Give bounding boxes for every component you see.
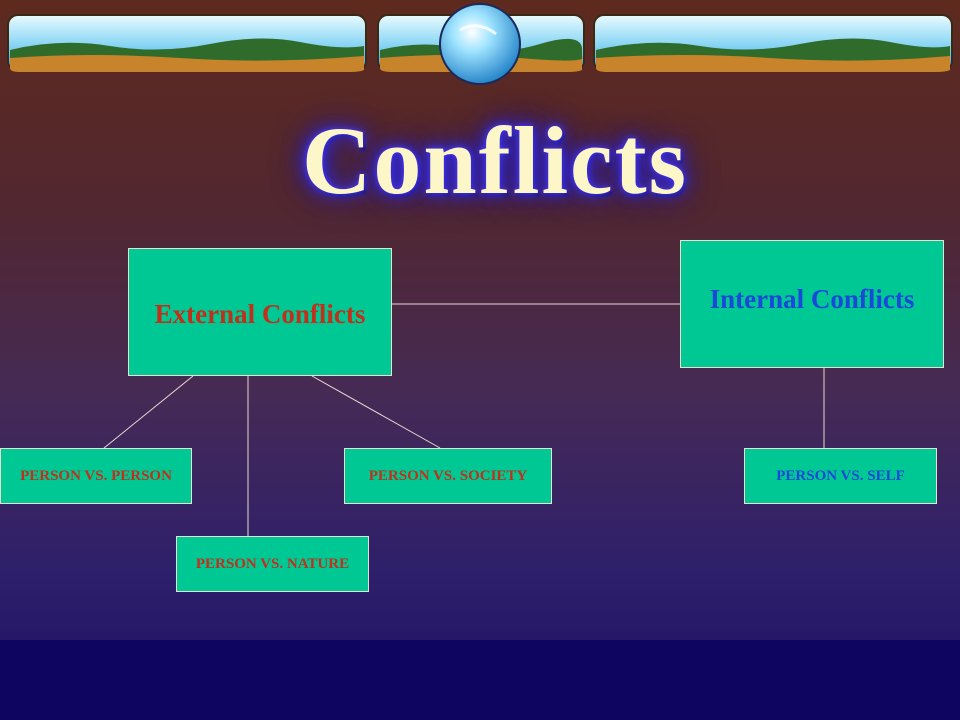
banner-panel-right xyxy=(593,14,953,72)
banner-panel-left xyxy=(7,14,367,72)
globe-icon xyxy=(439,3,521,85)
slide-title: Conflicts xyxy=(302,107,688,214)
external-conflicts-box: External Conflicts xyxy=(128,248,392,376)
person-vs-nature-box: PERSON VS. NATURE xyxy=(176,536,369,592)
person-vs-self-box: PERSON VS. SELF xyxy=(744,448,937,504)
connector-external-society xyxy=(311,375,441,449)
connector-external-person xyxy=(103,375,194,449)
bottom-band xyxy=(0,640,960,720)
internal-conflicts-box: Internal Conflicts xyxy=(680,240,944,368)
landscape-banner xyxy=(7,3,953,85)
person-vs-society-box: PERSON VS. SOCIETY xyxy=(344,448,552,504)
person-vs-person-box: PERSON VS. PERSON xyxy=(0,448,192,504)
